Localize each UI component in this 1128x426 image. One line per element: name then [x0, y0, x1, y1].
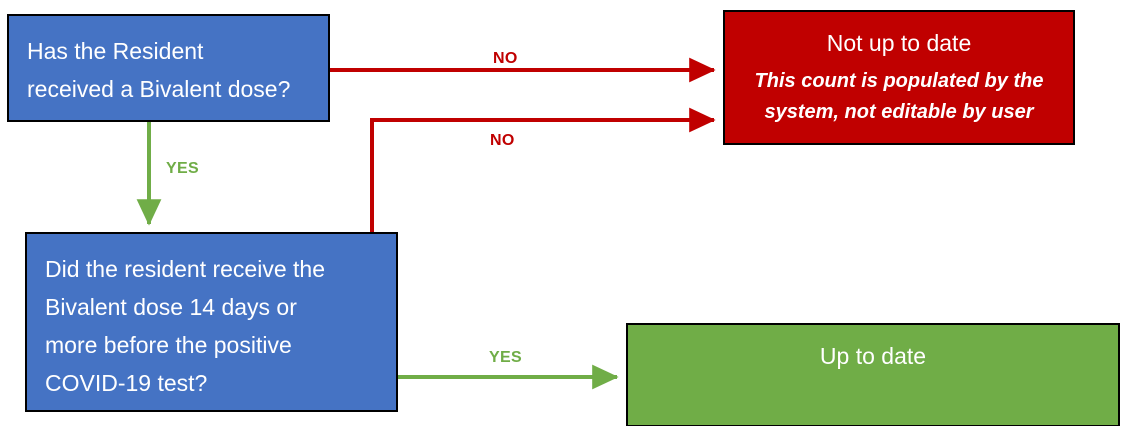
not-up-to-date-title: Not up to date [826, 30, 972, 56]
node-not-up-to-date[interactable]: Not up to date This count is populated b… [723, 10, 1075, 145]
up-to-date-title: Up to date [819, 343, 927, 369]
not-up-to-date-note-line-1: This count is populated by the [754, 70, 1044, 92]
question-two-line-2: Bivalent dose 14 days or [45, 294, 297, 320]
node-question-one[interactable]: Has the Resident received a Bivalent dos… [7, 14, 330, 122]
question-one-line-1: Has the Resident [27, 38, 204, 64]
node-question-two[interactable]: Did the resident receive the Bivalent do… [25, 232, 398, 412]
question-two-line-4: COVID-19 test? [45, 370, 208, 396]
question-two-line-3: more before the positive [45, 332, 292, 358]
question-one-text: Has the Resident received a Bivalent dos… [9, 16, 328, 108]
question-one-line-2: received a Bivalent dose? [27, 76, 291, 102]
node-up-to-date[interactable]: Up to date [626, 323, 1120, 426]
edge-question-two-no [370, 107, 716, 232]
question-two-line-1: Did the resident receive the [45, 256, 325, 282]
not-up-to-date-note: This count is populated by the system, n… [725, 58, 1073, 128]
edge-label-question-two-yes: YES [489, 349, 522, 366]
question-two-text: Did the resident receive the Bivalent do… [27, 234, 396, 402]
edge-label-question-one-yes: YES [166, 160, 199, 177]
edge-label-question-one-no: NO [493, 50, 518, 67]
not-up-to-date-note-line-2: system, not editable by user [764, 101, 1034, 123]
edge-label-question-two-no: NO [490, 132, 515, 149]
